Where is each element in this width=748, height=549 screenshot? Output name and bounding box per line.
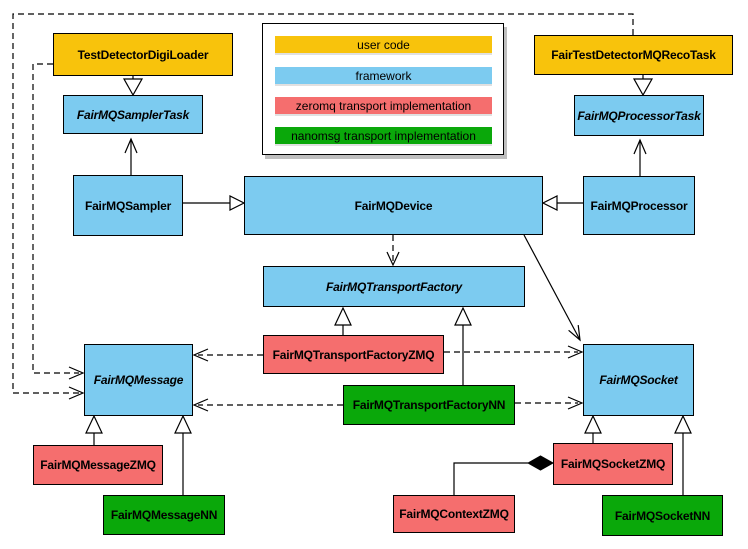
- edge-tfnn-to-transportfactory: [454, 306, 472, 385]
- edge-recotask-to-message: [12, 13, 634, 400]
- edge-recotask-to-processortask: [632, 75, 654, 97]
- node-fairmq-socket-zmq: FairMQSocketZMQ: [553, 443, 673, 485]
- legend-box: user code framework zeromq transport imp…: [262, 23, 504, 155]
- edge-device-to-socket: [523, 234, 581, 342]
- node-fairmq-transport-factory-nn: FairMQTransportFactoryNN: [343, 385, 515, 425]
- legend-item-user-code: user code: [275, 36, 492, 53]
- edge-socketzmq-to-socket: [584, 414, 602, 443]
- node-fairmq-message-zmq: FairMQMessageZMQ: [33, 445, 163, 485]
- edge-digiloader-to-samplertask: [122, 76, 144, 97]
- edge-digiloader-to-message: [32, 63, 85, 380]
- node-fairmq-processor: FairMQProcessor: [583, 176, 695, 235]
- node-test-detector-digi-loader: TestDetectorDigiLoader: [53, 33, 233, 76]
- edge-processor-to-processortask: [633, 138, 647, 176]
- node-fairmq-sampler: FairMQSampler: [73, 175, 183, 236]
- edge-messagezmq-to-message: [85, 414, 103, 445]
- node-fairmq-message-nn: FairMQMessageNN: [103, 495, 225, 535]
- edge-contextzmq-to-socketzmq: [453, 455, 555, 495]
- edge-tfnn-to-socket: [515, 396, 584, 410]
- node-fairmq-message: FairMQMessage: [84, 344, 193, 416]
- node-fairmq-socket-nn: FairMQSocketNN: [602, 495, 723, 536]
- node-fairmq-processor-task: FairMQProcessorTask: [574, 95, 704, 136]
- node-fairmq-transport-factory-zmq: FairMQTransportFactoryZMQ: [263, 335, 444, 374]
- node-fairmq-socket: FairMQSocket: [583, 344, 694, 416]
- node-fairmq-transport-factory: FairMQTransportFactory: [263, 266, 525, 307]
- edge-sampler-to-device: [183, 195, 246, 211]
- edge-sampler-to-samplertask: [124, 137, 138, 175]
- edge-messagenn-to-message: [174, 414, 192, 495]
- legend-item-nanomsg: nanomsg transport implementation: [275, 127, 492, 144]
- node-fair-test-detector-mq-reco-task: FairTestDetectorMQRecoTask: [534, 35, 733, 75]
- node-fairmq-device: FairMQDevice: [244, 176, 543, 235]
- edge-socketnn-to-socket: [674, 414, 692, 495]
- node-fairmq-sampler-task: FairMQSamplerTask: [63, 95, 203, 134]
- edge-tfnn-to-message: [192, 398, 343, 412]
- legend-item-zeromq: zeromq transport implementation: [275, 97, 492, 114]
- edge-processor-to-device: [541, 195, 583, 211]
- edge-tfzmq-to-socket: [444, 345, 584, 359]
- edge-tfzmq-to-message: [192, 348, 263, 362]
- legend-item-framework: framework: [275, 67, 492, 84]
- edge-device-to-transportfactory: [386, 235, 400, 267]
- edge-tfzmq-to-transportfactory: [334, 306, 352, 335]
- node-fairmq-context-zmq: FairMQContextZMQ: [393, 495, 515, 533]
